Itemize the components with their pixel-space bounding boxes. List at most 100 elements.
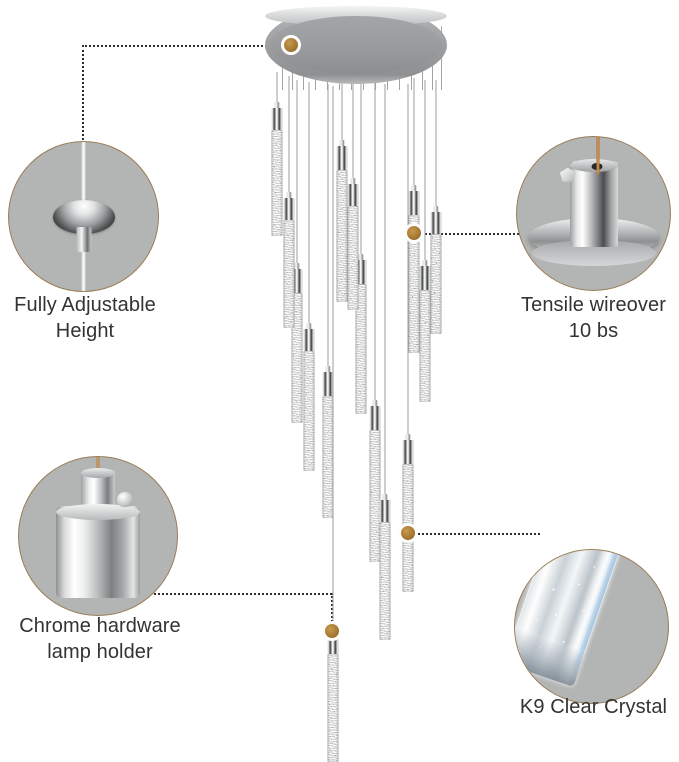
anchor-dot-k9	[398, 523, 418, 543]
leader-line-tensile-horizontal	[421, 233, 519, 235]
pendant-wire	[327, 84, 329, 372]
pendant-11	[379, 84, 391, 640]
pendant-cap-neck	[306, 323, 312, 330]
pendant-wire	[384, 84, 386, 500]
anchor-dot-tensile	[404, 223, 424, 243]
adjustable-cord-knob-icon	[9, 142, 158, 291]
callout-bubble-tensile-wireover	[516, 136, 671, 291]
crystal-rod-icon	[515, 550, 627, 688]
chrome-cap	[303, 329, 315, 351]
wire-entry-hole-icon	[591, 163, 603, 170]
anchor-dot-chrome-holder	[322, 621, 342, 641]
chrome-cap	[379, 500, 391, 522]
pendant-cap-neck	[339, 140, 345, 147]
crystal-rod	[430, 234, 442, 334]
holder-body-icon	[56, 505, 140, 598]
pendant-8	[322, 84, 334, 518]
pendant-wire	[308, 82, 310, 329]
chrome-cap	[402, 440, 414, 464]
pendant-cap-neck	[286, 192, 292, 199]
pendant-cap-neck	[422, 260, 428, 267]
callout-caption-fully-adjustable-height: Fully Adjustable Height	[14, 294, 156, 342]
pendant-3	[408, 78, 420, 353]
crystal-rod	[355, 284, 367, 414]
pendant-wire	[435, 80, 437, 212]
pendant-10	[402, 84, 414, 592]
k9-crystal-rod-icon	[515, 550, 668, 703]
crystal-rod	[379, 522, 391, 640]
crystal-rod	[271, 130, 283, 236]
pendant-cap-neck	[358, 254, 364, 261]
pendant-cap-neck	[411, 185, 417, 192]
pendant-cap-neck	[294, 263, 300, 270]
pendant-cap-neck	[433, 206, 439, 213]
pendant-15	[430, 80, 442, 334]
crystal-rod	[369, 430, 381, 562]
chrome-cap	[283, 198, 295, 220]
leader-line-adjustable-horizontal	[82, 45, 286, 47]
callout-caption-chrome-hardware: Chrome hardware lamp holder	[19, 615, 181, 663]
copper-wire-icon	[596, 137, 600, 174]
pendant-5	[303, 82, 315, 471]
crystal-rod	[408, 215, 420, 353]
pendant-wire	[341, 78, 343, 146]
callout-bubble-chrome-hardware	[18, 456, 178, 616]
holder-neck-top-icon	[81, 468, 115, 479]
pendant-wire	[374, 82, 376, 406]
crystal-rod	[283, 220, 295, 328]
leader-line-adjustable-vertical	[82, 45, 84, 152]
callout-bubble-fully-adjustable-height	[8, 141, 159, 292]
pendant-13	[283, 76, 295, 328]
pendant-cap-neck	[325, 366, 331, 373]
adjuster-stud-icon	[76, 226, 91, 252]
chrome-cap	[336, 146, 348, 170]
crystal-rod	[327, 654, 339, 762]
chrome-cap	[430, 212, 442, 234]
callout-bubble-k9-clear-crystal	[514, 549, 669, 704]
pendant-wire	[276, 72, 278, 108]
wire-cylinder-icon	[569, 161, 618, 248]
pendant-cap-neck	[350, 178, 356, 185]
pendant-1	[271, 72, 283, 236]
pendant-9	[369, 82, 381, 562]
pendant-cap-neck	[274, 102, 280, 109]
chrome-cap	[419, 266, 431, 290]
holder-cord-icon	[96, 457, 100, 473]
chrome-cap	[369, 406, 381, 430]
pendant-14	[347, 80, 359, 310]
pendant-6	[355, 80, 367, 414]
holder-screw-icon	[116, 491, 133, 507]
leader-line-chrome-horizontal	[147, 593, 332, 595]
crystal-rod	[419, 290, 431, 402]
tensile-wire-cylinder-icon	[517, 137, 670, 290]
crystal-rod	[347, 206, 359, 310]
callout-caption-k9-clear-crystal: K9 Clear Crystal	[519, 696, 668, 718]
leader-line-k9-horizontal	[415, 533, 540, 535]
crystal-chip-icon	[559, 167, 576, 182]
pendant-7	[419, 80, 431, 402]
chrome-lamp-holder-icon	[19, 457, 177, 615]
pendant-wire	[360, 80, 362, 260]
pendant-wire	[288, 76, 290, 198]
chrome-cap	[322, 372, 334, 396]
pendant-2	[336, 78, 348, 302]
anchor-dot-canopy	[281, 35, 301, 55]
chrome-cap	[347, 184, 359, 206]
pendant-cap-neck	[405, 434, 411, 441]
pendant-12	[327, 86, 339, 762]
holder-body-top-icon	[56, 503, 140, 520]
pendant-4	[291, 80, 303, 423]
chrome-cap	[355, 260, 367, 284]
pendant-wire	[424, 80, 426, 266]
infographic-canvas: Fully Adjustable Height Tensile wireover…	[8, 6, 671, 762]
pendant-wire	[407, 84, 409, 440]
pendant-wire	[352, 80, 354, 184]
crystal-rod	[336, 170, 348, 302]
pendant-wire	[332, 86, 334, 632]
chrome-cap	[291, 269, 303, 293]
chrome-cap	[271, 108, 283, 130]
pendant-wire	[413, 78, 415, 191]
pendant-cap-neck	[382, 494, 388, 501]
leader-line-chrome-vertical	[331, 593, 333, 626]
crystal-rod	[303, 351, 315, 471]
